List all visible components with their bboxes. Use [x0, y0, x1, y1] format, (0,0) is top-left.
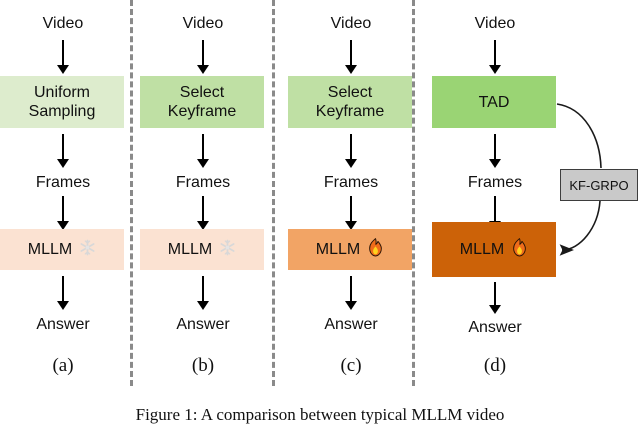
- answer-label-b: Answer: [176, 316, 230, 333]
- arrow-mllm-to-answer-d: [488, 282, 502, 314]
- subfigure-label-a: (a): [52, 355, 74, 376]
- answer-label-d: Answer: [468, 319, 522, 336]
- mllm-box-b: MLLM: [140, 229, 264, 270]
- arrow-process-to-frames-d: [488, 134, 502, 168]
- tad-box: TAD: [432, 76, 556, 128]
- answer-label-c: Answer: [324, 316, 378, 333]
- mllm-label-d: MLLM: [459, 241, 505, 258]
- subfigure-label-b: (b): [191, 355, 215, 376]
- kf-grpo-label: KF-GRPO: [569, 177, 629, 193]
- answer-label-a: Answer: [36, 316, 90, 333]
- column-divider-1: [130, 0, 133, 386]
- figure-caption: Figure 1: A comparison between typical M…: [135, 405, 505, 424]
- subfigure-label-d: (d): [483, 355, 507, 376]
- mllm-box-a: MLLM: [0, 229, 124, 270]
- snowflake-icon: [219, 239, 236, 261]
- uniform-sampling-label: Uniform Sampling: [28, 84, 96, 120]
- arrow-video-to-process-c: [344, 40, 358, 74]
- column-divider-2: [272, 0, 275, 386]
- frames-label-a: Frames: [35, 174, 91, 191]
- select-keyframe-label-c: Select Keyframe: [315, 84, 385, 120]
- pipeline-column-b: Video Select Keyframe Frames MLLM: [140, 0, 266, 386]
- uniform-sampling-box: Uniform Sampling: [0, 76, 124, 128]
- mllm-box-d: MLLM: [432, 222, 556, 277]
- arrow-process-to-frames-a: [56, 134, 70, 168]
- pipeline-column-c: Video Select Keyframe Frames MLLM Answ: [288, 0, 414, 386]
- source-label-b: Video: [182, 15, 224, 32]
- snowflake-icon: [79, 239, 96, 261]
- arrow-video-to-process-a: [56, 40, 70, 74]
- subfigure-label-c: (c): [340, 355, 362, 376]
- arrow-process-to-frames-c: [344, 134, 358, 168]
- select-keyframe-box-c: Select Keyframe: [288, 76, 412, 128]
- arrow-video-to-process-d: [488, 40, 502, 74]
- arrow-mllm-to-answer-b: [196, 276, 210, 310]
- arrow-frames-to-mllm-c: [344, 196, 358, 230]
- pipeline-column-a: Video Uniform Sampling Frames MLLM: [0, 0, 126, 386]
- source-label-c: Video: [330, 15, 372, 32]
- fire-icon: [511, 237, 528, 262]
- source-label-d: Video: [474, 15, 516, 32]
- frames-label-b: Frames: [175, 174, 231, 191]
- kf-grpo-box: KF-GRPO: [560, 169, 638, 201]
- arrow-frames-to-mllm-b: [196, 196, 210, 230]
- mllm-label-a: MLLM: [27, 241, 73, 258]
- pipeline-column-d: Video TAD Frames MLLM Answer (d): [432, 0, 558, 386]
- frames-label-c: Frames: [323, 174, 379, 191]
- arrow-frames-to-mllm-a: [56, 196, 70, 230]
- frames-label-d: Frames: [467, 174, 523, 191]
- arrow-video-to-process-b: [196, 40, 210, 74]
- mllm-label-c: MLLM: [315, 241, 361, 258]
- arrow-process-to-frames-b: [196, 134, 210, 168]
- select-keyframe-label-b: Select Keyframe: [167, 84, 237, 120]
- select-keyframe-box-b: Select Keyframe: [140, 76, 264, 128]
- column-divider-3: [412, 0, 415, 386]
- source-label-a: Video: [42, 15, 84, 32]
- tad-label: TAD: [478, 93, 510, 111]
- mllm-box-c: MLLM: [288, 229, 412, 270]
- mllm-label-b: MLLM: [167, 241, 213, 258]
- arrow-mllm-to-answer-a: [56, 276, 70, 310]
- fire-icon: [367, 237, 384, 262]
- arrow-mllm-to-answer-c: [344, 276, 358, 310]
